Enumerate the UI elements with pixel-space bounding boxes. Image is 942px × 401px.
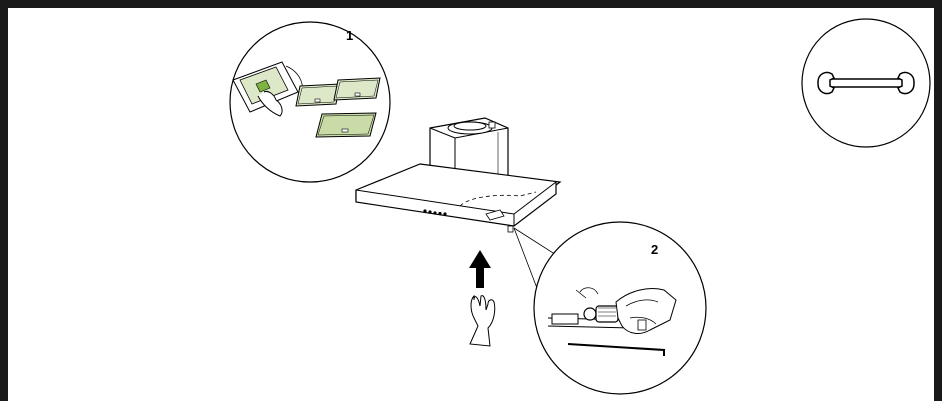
filter-removal-illustration [232, 61, 303, 117]
hand-icon [469, 294, 496, 347]
step-number-2: 2 [651, 242, 658, 257]
detail-circle-2: 2 [533, 221, 707, 395]
detail-circle-1: 1 [229, 21, 391, 183]
grease-filter-a [295, 83, 341, 107]
cooker-hood [355, 117, 562, 233]
push-up-arrow [469, 250, 491, 288]
frame-left-bar [0, 0, 8, 401]
wrench-icon [801, 18, 931, 148]
control-buttons [423, 209, 447, 216]
frame-right-bar [934, 0, 942, 401]
step-number-1: 1 [346, 28, 353, 43]
grease-filter-c [315, 112, 377, 138]
frame-top-bar [0, 0, 942, 8]
grease-filter-b [333, 77, 381, 101]
